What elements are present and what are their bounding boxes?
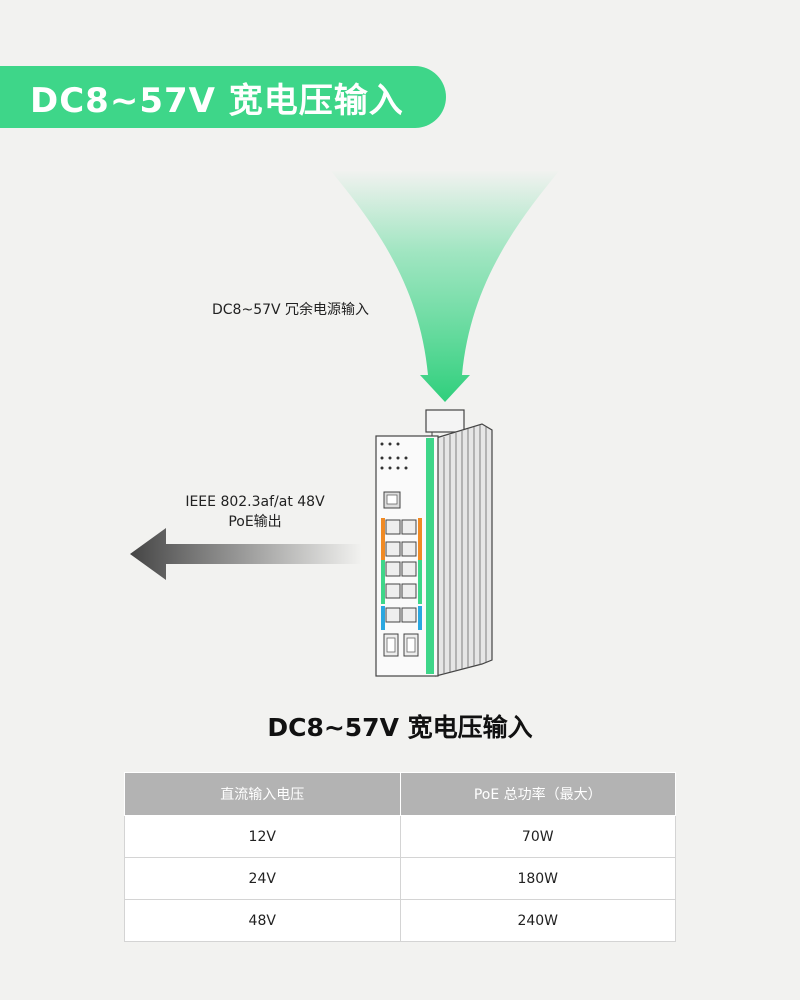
poe-output-line1: IEEE 802.3af/at 48V — [185, 494, 325, 510]
table-row: 48V 240W — [124, 899, 676, 942]
header-input-voltage: 直流输入电压 — [124, 772, 401, 816]
left-arrow-icon — [130, 528, 362, 580]
poe-output-line2: PoE输出 — [228, 514, 282, 530]
title-banner: DC8~57V 宽电压输入 — [0, 66, 446, 128]
cell-voltage: 48V — [124, 899, 401, 942]
header-poe-total-power: PoE 总功率（最大） — [399, 772, 676, 816]
power-input-label: DC8~57V 冗余电源输入 — [212, 302, 370, 318]
table-header-row: 直流输入电压 PoE 总功率（最大） — [124, 772, 676, 816]
cell-power: 180W — [399, 857, 676, 900]
spec-table: 直流输入电压 PoE 总功率（最大） 12V 70W 24V 180W 48V … — [124, 772, 676, 942]
table-row: 24V 180W — [124, 857, 676, 900]
cell-voltage: 24V — [124, 857, 401, 900]
industrial-switch-icon — [375, 409, 493, 677]
cell-power: 70W — [399, 815, 676, 858]
cell-voltage: 12V — [124, 815, 401, 858]
section-title: DC8~57V 宽电压输入 — [267, 713, 533, 742]
down-arrow-icon — [330, 170, 560, 402]
poe-output-label: IEEE 802.3af/at 48V PoE输出 — [150, 492, 360, 532]
table-row: 12V 70W — [124, 815, 676, 858]
banner-title: DC8~57V 宽电压输入 — [30, 80, 404, 121]
cell-power: 240W — [399, 899, 676, 942]
